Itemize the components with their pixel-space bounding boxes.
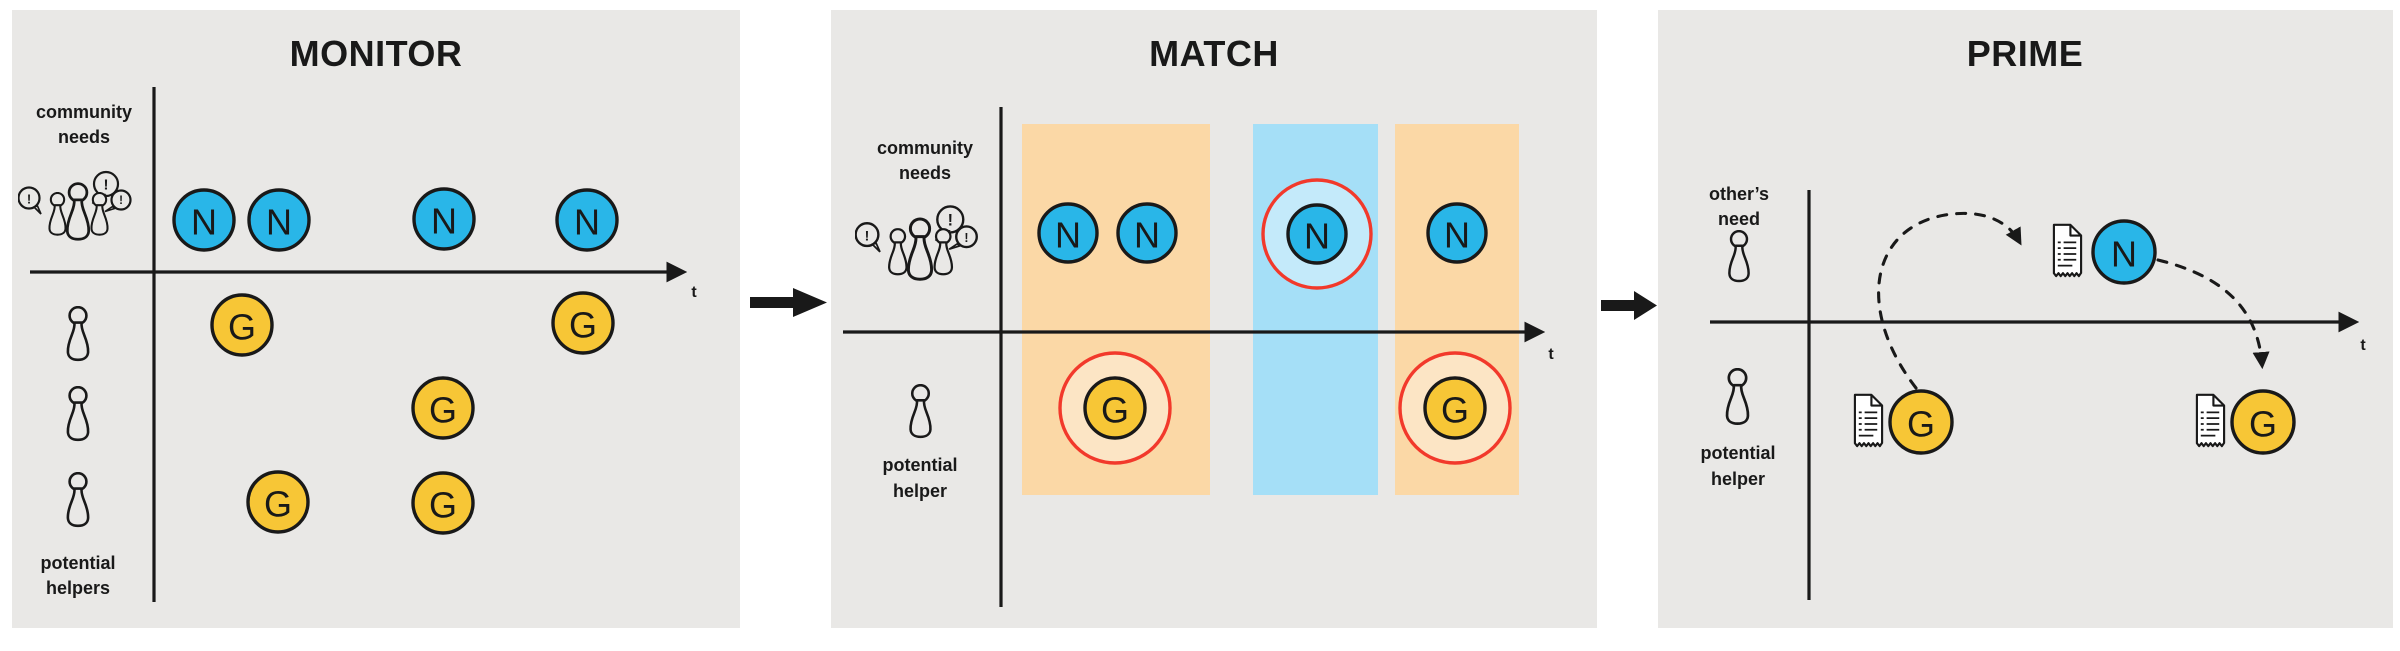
offer-symbol: G — [1907, 404, 1935, 445]
need-symbol: N — [431, 201, 457, 242]
need-symbol: N — [574, 202, 600, 243]
flow-arrow-icon — [750, 288, 827, 317]
lower-axis-label-line1: potential — [1701, 443, 1776, 463]
need-symbol: N — [1055, 215, 1081, 256]
need-symbol: N — [266, 202, 292, 243]
need-marker: N — [172, 188, 236, 252]
offer-symbol: G — [1101, 390, 1129, 431]
need-marker: N — [1426, 202, 1488, 264]
match-band-blue — [1253, 124, 1378, 495]
offer-event: G — [2195, 389, 2296, 455]
document-icon — [2052, 223, 2083, 278]
offer-marker: G — [411, 376, 475, 440]
offer-event: G — [1853, 389, 1954, 455]
need-symbol: N — [191, 202, 217, 243]
offer-marker-matched: G — [1058, 351, 1172, 465]
need-marker: N — [1116, 202, 1178, 264]
document-icon — [2195, 393, 2226, 448]
panel-title: MATCH — [1149, 33, 1279, 74]
panel-title: MONITOR — [290, 33, 463, 74]
time-axis-label: t — [1548, 346, 1554, 363]
need-symbol: N — [1444, 215, 1470, 256]
lower-axis-label-line1: potential — [883, 455, 958, 475]
lower-axis-label-line2: helpers — [46, 578, 110, 598]
upper-axis-label-line1: other’s — [1709, 184, 1769, 204]
upper-axis-label-line2: needs — [899, 163, 951, 183]
lower-axis-label-line2: helper — [893, 481, 947, 501]
document-icon — [1853, 393, 1884, 448]
need-symbol: N — [2111, 234, 2137, 275]
offer-symbol: G — [264, 484, 292, 525]
offer-symbol: G — [1441, 390, 1469, 431]
upper-axis-label-line1: community — [877, 138, 973, 158]
upper-axis-label-line2: needs — [58, 127, 110, 147]
offer-symbol: G — [228, 307, 256, 348]
flow-arrow-icon — [1601, 291, 1657, 320]
offer-symbol: G — [429, 390, 457, 431]
upper-axis-label-line1: community — [36, 102, 132, 122]
lower-axis-label-line2: helper — [1711, 469, 1765, 489]
need-event: N — [2052, 219, 2157, 285]
time-axis-label: t — [691, 284, 697, 301]
offer-symbol: G — [2249, 404, 2277, 445]
need-marker: N — [1037, 202, 1099, 264]
panel-background — [1658, 10, 2393, 628]
prime-arc-down — [2156, 258, 2270, 370]
upper-axis-label-line2: need — [1718, 209, 1760, 229]
panel-monitor: MONITOR t community needs potential help… — [12, 10, 740, 628]
panel-background — [12, 10, 740, 628]
panel-prime: PRIME t other’s need potential helper G … — [1658, 10, 2393, 628]
need-marker: N — [247, 188, 311, 252]
need-marker-matched: N — [1261, 178, 1373, 290]
prime-arc-up — [1877, 211, 2022, 390]
need-marker: N — [412, 187, 476, 251]
offer-marker-matched: G — [1398, 351, 1512, 465]
offer-marker: G — [551, 291, 615, 355]
lower-axis-label-line1: potential — [41, 553, 116, 573]
offer-marker: G — [210, 293, 274, 357]
offer-marker: G — [246, 470, 310, 534]
offer-marker: G — [411, 471, 475, 535]
need-marker: N — [555, 188, 619, 252]
time-axis-label: t — [2360, 337, 2366, 354]
need-symbol: N — [1134, 215, 1160, 256]
panel-match: MATCH t community needs potential helper… — [831, 10, 1597, 628]
panel-title: PRIME — [1967, 33, 2084, 74]
offer-symbol: G — [569, 305, 597, 346]
need-symbol: N — [1304, 216, 1330, 257]
offer-symbol: G — [429, 485, 457, 526]
